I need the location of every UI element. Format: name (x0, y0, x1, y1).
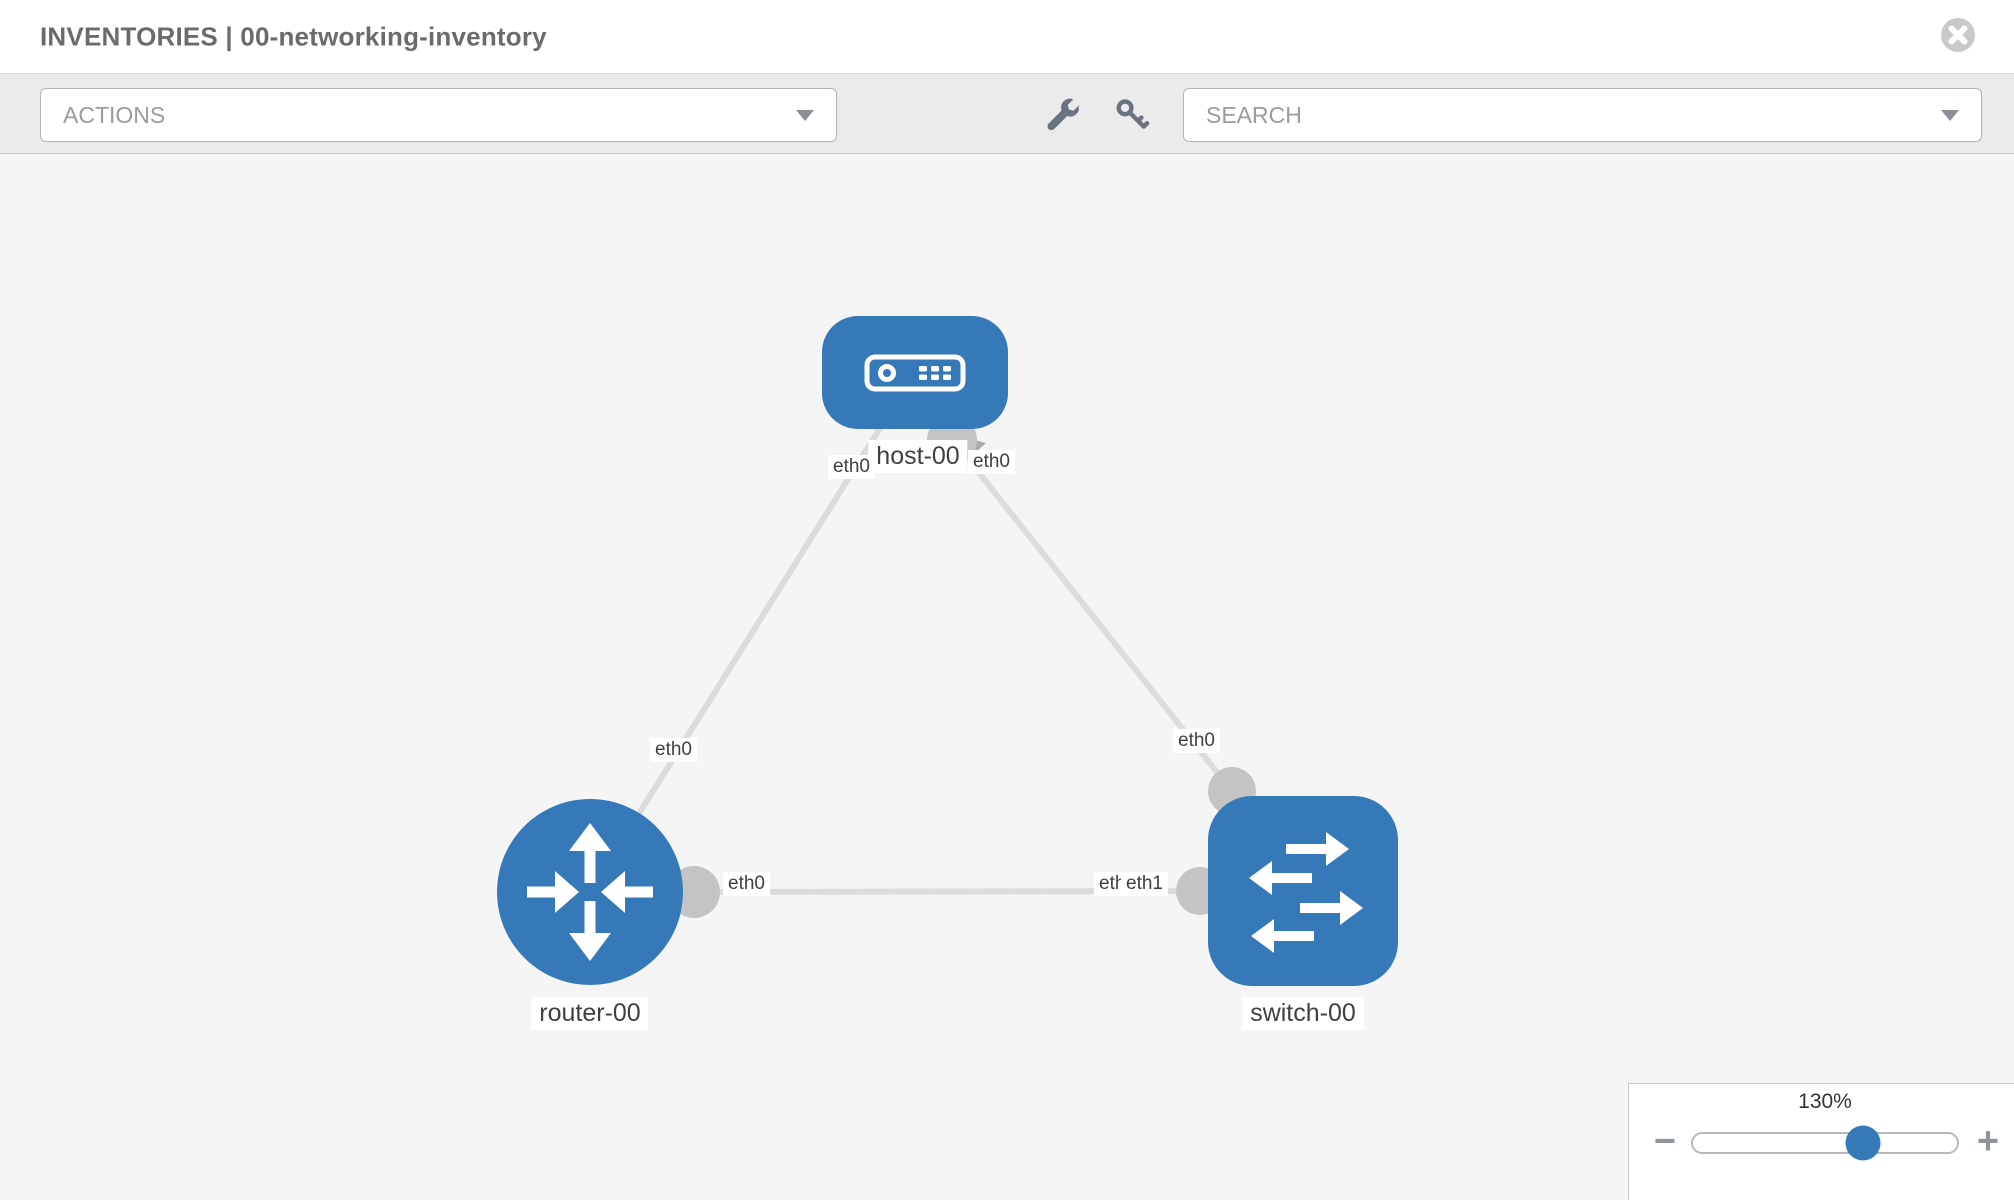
close-icon (1941, 18, 1975, 52)
node-label-host: host-00 (868, 440, 968, 473)
node-label-router: router-00 (531, 997, 649, 1030)
host-icon (864, 354, 966, 391)
chevron-down-icon (796, 109, 814, 121)
interface-label: eth1 (1121, 872, 1168, 896)
interface-label: eth0 (723, 872, 770, 896)
node-host[interactable] (822, 316, 1008, 429)
key-icon[interactable] (1114, 96, 1152, 134)
topology-links-layer (587, 370, 1256, 918)
zoom-control-panel: 130% − + (1628, 1083, 2014, 1200)
search-dropdown[interactable]: SEARCH (1183, 88, 1982, 142)
interface-label: eth0 (828, 455, 875, 479)
interface-label: eth0 (650, 738, 697, 762)
node-router[interactable] (497, 799, 683, 985)
router-icon (527, 823, 653, 961)
actions-dropdown[interactable]: ACTIONS (40, 88, 837, 142)
zoom-slider-thumb[interactable] (1845, 1125, 1881, 1161)
wrench-icon[interactable] (1045, 96, 1083, 134)
switch-icon (1249, 832, 1363, 953)
topology-canvas[interactable]: host-00 router-00 switch-00 eth0 eth0 et… (0, 155, 2014, 1200)
page-title: INVENTORIES | 00-networking-inventory (40, 21, 547, 51)
node-label-switch: switch-00 (1242, 997, 1364, 1030)
node-switch[interactable] (1208, 796, 1398, 986)
chevron-down-icon (1941, 109, 1959, 121)
search-placeholder: SEARCH (1206, 101, 1302, 128)
actions-dropdown-label: ACTIONS (63, 101, 166, 128)
interface-label: eth0 (968, 450, 1015, 474)
toolbar: ACTIONS SEARCH (0, 73, 2014, 154)
header: INVENTORIES | 00-networking-inventory (0, 0, 2014, 73)
zoom-percent-value: 130% (1798, 1090, 1852, 1113)
close-button[interactable] (1940, 17, 1976, 53)
zoom-in-button[interactable]: + (1976, 1120, 2000, 1163)
zoom-out-button[interactable]: − (1653, 1120, 1677, 1163)
zoom-slider-track[interactable] (1691, 1132, 1959, 1154)
interface-label: eth0 (1173, 729, 1220, 753)
